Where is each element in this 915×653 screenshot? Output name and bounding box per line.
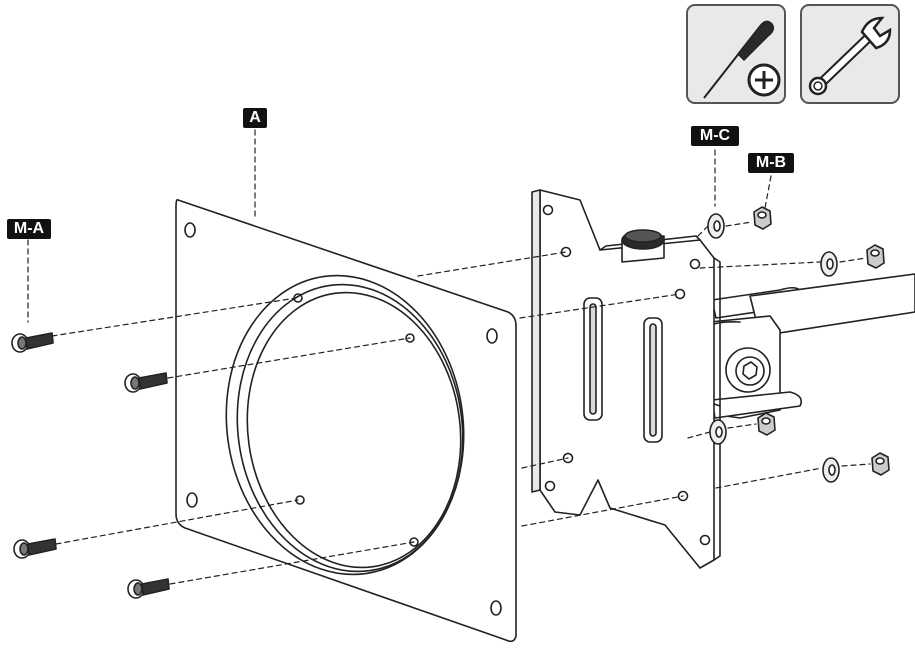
label-m-a: M-A: [7, 219, 51, 239]
label-m-b: M-B: [748, 153, 794, 173]
washer-m-c-2: [820, 251, 838, 277]
washer-m-c-4: [822, 457, 840, 483]
phillips-screwdriver-icon: [703, 20, 781, 99]
nut-m-b-3: [757, 412, 776, 436]
washer-m-c-1: [707, 213, 725, 239]
screw-m-a-1: [11, 332, 54, 353]
label-part-a: A: [243, 108, 267, 128]
nut-m-b-1: [753, 206, 772, 230]
alignment-lines: [27, 129, 871, 585]
monitor-arm: [679, 273, 915, 419]
screw-m-a-4: [127, 578, 170, 599]
washer-m-c-3: [709, 419, 727, 445]
tool-box-wrench: [800, 4, 900, 104]
label-m-c: M-C: [691, 126, 739, 146]
wrench-icon: [808, 16, 892, 96]
adapter-plate-a: [175, 198, 517, 643]
screw-m-a-3: [13, 538, 57, 559]
screw-m-a-2: [124, 372, 168, 393]
plate-corner-holes: [184, 222, 502, 616]
nut-m-b-4: [871, 452, 890, 476]
vesa-bracket-plate: [531, 189, 721, 569]
tool-box-screwdriver: [686, 4, 786, 104]
nut-m-b-2: [866, 244, 885, 269]
